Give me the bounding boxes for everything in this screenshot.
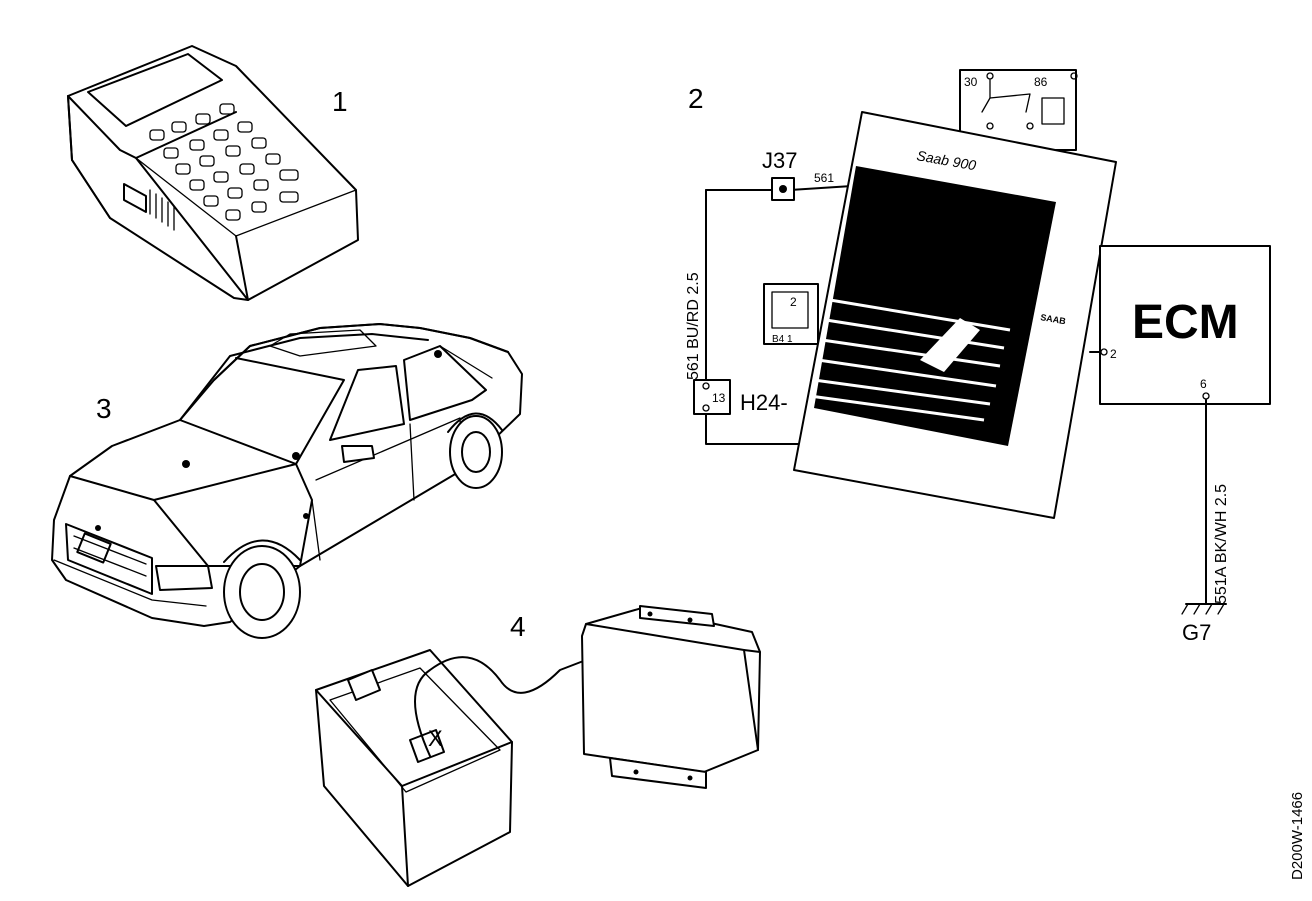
g7-label: G7 xyxy=(1182,620,1211,645)
j37-label: J37 xyxy=(762,148,797,173)
h24-label: H24- xyxy=(740,390,788,415)
battery-and-charger: X xyxy=(315,605,761,887)
ecm-label: ECM xyxy=(1132,296,1239,349)
ecm-pin-6: 6 xyxy=(1200,377,1207,391)
battery-mark: X xyxy=(428,726,443,751)
handheld-tester xyxy=(67,45,359,301)
wire-551a-label: 551A BK/WH 2.5 xyxy=(1213,484,1230,604)
figure-code: D200W-1466 xyxy=(1289,792,1306,880)
relay-terminal-86: 86 xyxy=(1034,75,1048,89)
callout-4: 4 xyxy=(510,611,526,642)
car-illustration xyxy=(51,323,523,639)
h24-pin-13: 13 xyxy=(712,391,726,405)
wire-561-bu-rd-label: 561 BU/RD 2.5 xyxy=(685,272,702,380)
callout-3: 3 xyxy=(96,393,112,424)
ecm-pin-2: 2 xyxy=(1110,347,1117,361)
callout-1: 1 xyxy=(332,86,348,117)
connector-bottom-label: B4 1 xyxy=(772,334,793,345)
wire-561-label: 561 xyxy=(814,171,834,185)
callout-2: 2 xyxy=(688,83,704,114)
connector-pin-2: 2 xyxy=(790,295,797,309)
manual-logo: SAAB xyxy=(1040,312,1067,326)
relay-terminal-30: 30 xyxy=(964,75,978,89)
wiring-diagram: 30 86 J37 561 561 BU/RD 2.5 13 H24- 2 B4… xyxy=(685,69,1271,645)
